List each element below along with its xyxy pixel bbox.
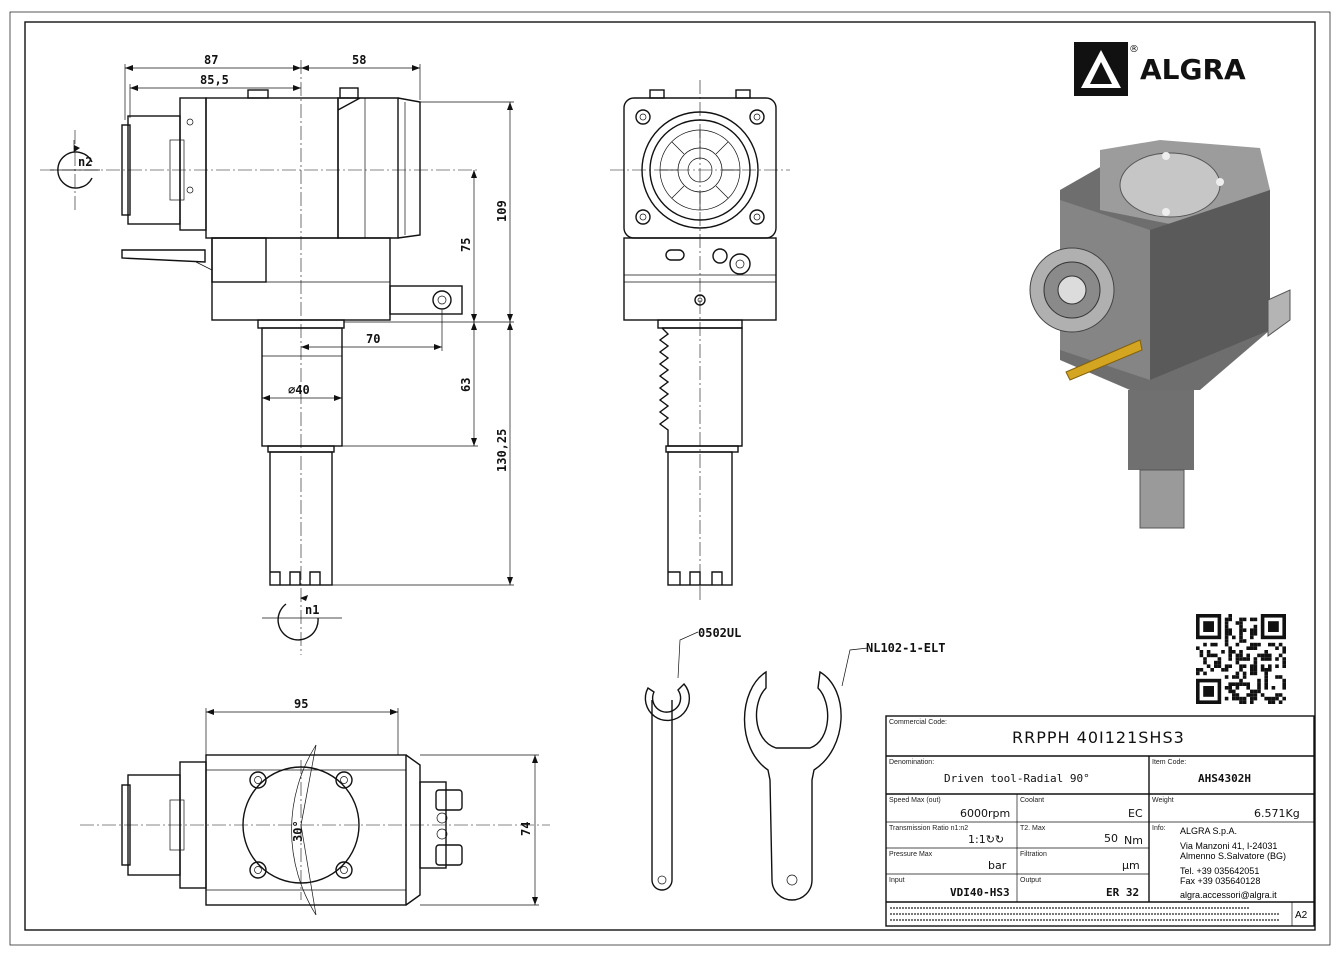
item-code: AHS4302H [1198,772,1251,785]
item-code-label: Item Code: [1152,759,1186,766]
coolant-label: Coolant [1020,797,1044,804]
info-label: Info: [1152,825,1166,832]
dim-130-25: 130,25 [495,429,509,472]
isometric-render [1029,140,1291,529]
front-view [610,80,790,600]
commercial-code: RRPPH 40I121SHS3 [1012,728,1185,747]
address-line-2: Almenno S.Salvatore (BG) [1180,851,1286,861]
dim-109: 109 [495,200,509,222]
pressure-value: bar [988,859,1007,872]
filtration-value: µm [1122,859,1140,872]
output-label: Output [1020,877,1041,884]
company-name: ALGRA S.p.A. [1180,826,1237,836]
input-label: Input [889,877,905,884]
algra-logo: ALGRA ® [1074,42,1246,96]
n1-label: n1 [305,603,319,617]
title-block: Commercial Code: RRPPH 40I121SHS3 Denomi… [885,715,1315,927]
torque-value: 50 [1104,832,1118,845]
email: algra.accessori@algra.it [1180,890,1277,900]
side-view: 87 85,5 58 109 75 70 63 130 [40,53,514,655]
output-value: ER 32 [1106,886,1139,899]
fine-print [890,907,1280,921]
speed-value: 6000rpm [960,807,1010,820]
commercial-code-label: Commercial Code: [889,719,947,726]
wrench-label: NL102-1-ELT [866,641,945,655]
speed-label: Speed Max (out) [889,797,941,804]
weight-value: 6.571Kg [1254,807,1300,820]
brand-name: ALGRA [1140,53,1246,86]
spanner-0502ul: 0502UL [644,626,741,891]
sheet-size: A2 [1295,910,1308,921]
dim-70: 70 [366,332,380,346]
address-line-1: Via Manzoni 41, I-24031 [1180,841,1277,851]
top-view: 30° 95 74 [80,697,550,916]
dim-75: 75 [459,238,473,252]
n2-label: n2 [78,155,92,169]
denomination-label: Denomination: [889,759,934,766]
rotation-n2-symbol: n2 [50,140,100,189]
dim-63: 63 [459,378,473,392]
input-value: VDI40-HS3 [950,886,1010,899]
dim-58: 58 [352,53,366,67]
wrench-nl102: NL102-1-ELT [743,641,945,901]
coolant-value: EC [1128,807,1143,820]
qr-code [1196,614,1286,704]
weight-label: Weight [1152,797,1174,804]
dim-85-5: 85,5 [200,73,229,87]
torque-label: T2. Max [1020,825,1046,832]
denomination: Driven tool-Radial 90° [944,772,1090,785]
inner-frame [24,21,1316,931]
telephone: Tel. +39 035642051 [1180,866,1259,876]
dim-95: 95 [294,697,308,711]
dim-30-deg: 30° [291,820,305,842]
rotation-n1-symbol: n1 [262,595,342,641]
dim-87: 87 [204,53,218,67]
registered-mark: ® [1129,44,1139,55]
torque-unit: Nm [1124,834,1143,847]
fax: Fax +39 035640128 [1180,876,1260,886]
pressure-label: Pressure Max [889,851,933,858]
dim-diameter-40: ∅40 [288,383,310,397]
ratio-value: 1:1↻↻ [968,833,1004,846]
filtration-label: Filtration [1020,851,1047,858]
dim-74: 74 [519,822,533,836]
ratio-label: Transmission Ratio n1:n2 [889,825,968,832]
outer-frame [9,11,1331,946]
spanner-label: 0502UL [698,626,741,640]
